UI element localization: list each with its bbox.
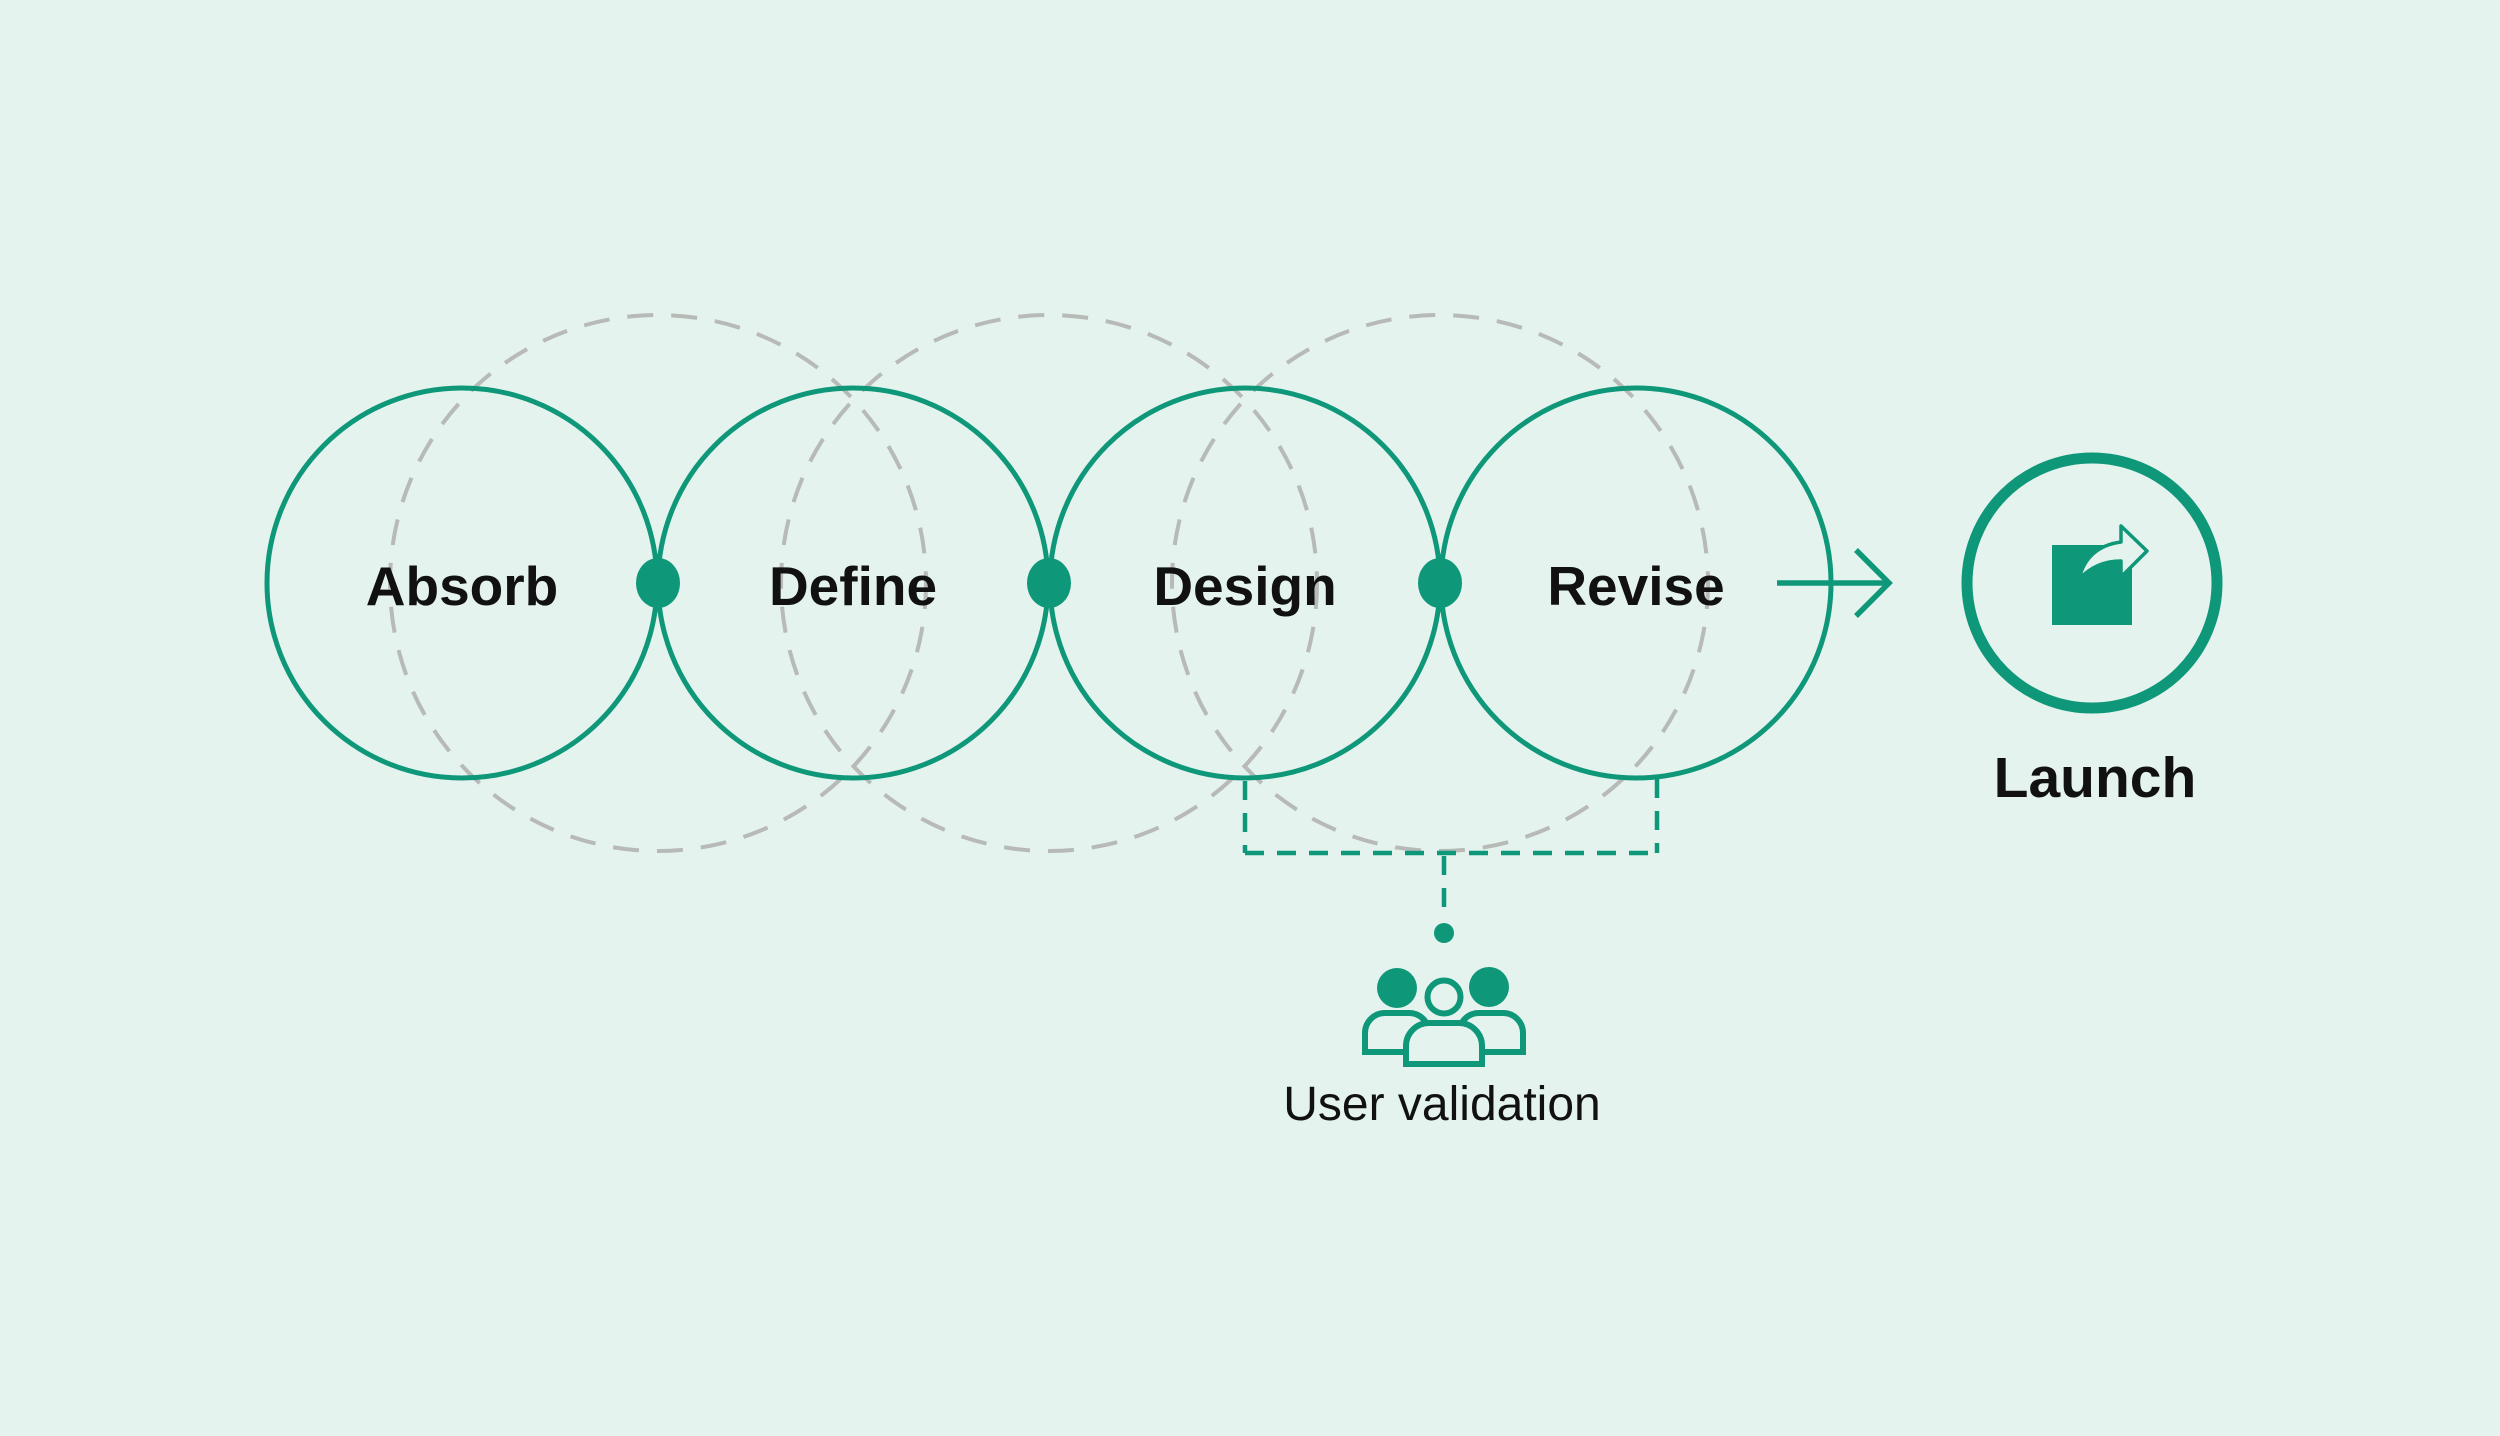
launch-circle <box>1961 452 2223 714</box>
launch-label: Launch <box>1994 746 2197 810</box>
stage-label-revise: Revise <box>1547 555 1724 617</box>
arrow-right-icon <box>1777 548 1893 618</box>
stage-label-define: Define <box>769 555 937 617</box>
ghost-dashed-circle-2 <box>779 313 1319 853</box>
junction-dot-1 <box>636 558 680 608</box>
junction-dot-2 <box>1027 558 1071 608</box>
users-group-icon <box>1362 967 1526 1067</box>
stage-label-absorb: Absorb <box>366 555 559 617</box>
share-launch-icon <box>2052 524 2149 625</box>
user-validation-label: User validation <box>1283 1078 1600 1131</box>
validation-bracket <box>1242 779 1660 943</box>
junction-dot-3 <box>1418 558 1462 608</box>
ghost-dashed-circle-1 <box>388 313 928 853</box>
stage-label-design: Design <box>1153 555 1336 617</box>
